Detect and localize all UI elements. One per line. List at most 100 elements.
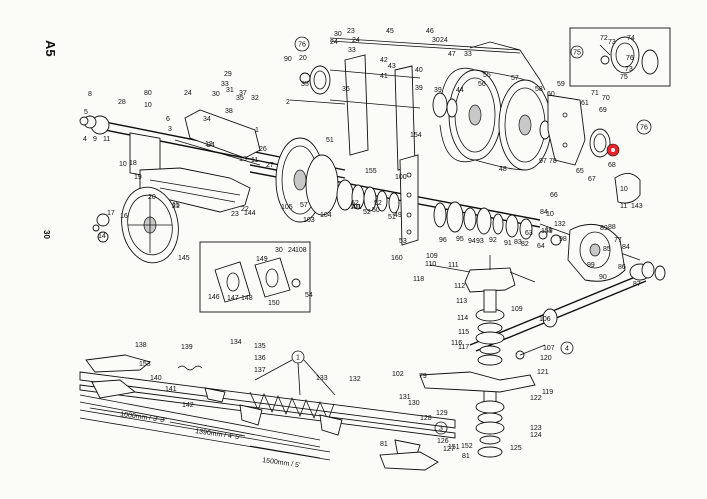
part-number-label: 69 (599, 107, 607, 114)
part-number-label: 81 (380, 441, 388, 448)
part-number-label: 106 (539, 316, 551, 323)
part-number-label: 94 (468, 238, 476, 245)
upper-pulley-76 (299, 65, 331, 95)
part-number-label: 151 (448, 444, 460, 451)
part-number-label: 100 (395, 174, 407, 181)
part-number-label: 33 (221, 81, 229, 88)
circled-callout-76a: 76 (294, 36, 310, 52)
svg-text:76: 76 (640, 125, 648, 132)
circled-callout-75: 75 (570, 45, 584, 59)
part-number-label: 20 (299, 55, 307, 62)
part-number-label: 50 (372, 207, 380, 214)
part-number-label: 33 (464, 51, 472, 58)
part-number-label: 160 (391, 255, 403, 262)
part-number-label: 99 (587, 262, 595, 269)
part-number-label: 129 (436, 410, 448, 417)
part-number-label: 112 (454, 283, 465, 290)
part-number-label: 154 (410, 132, 422, 139)
part-number-label: 33 (348, 47, 356, 54)
part-number-label: 97 (539, 158, 547, 165)
part-number-label: 136 (254, 355, 266, 362)
part-number-label: 104 (320, 212, 332, 219)
part-number-label: 79 (419, 373, 427, 380)
part-number-label: 102 (392, 371, 404, 378)
part-number-label: 21 (172, 203, 180, 210)
part-number-label: 110 (425, 261, 436, 268)
part-number-label: 143 (631, 203, 643, 210)
part-number-label: 35 (236, 95, 244, 102)
part-number-label: 87 (633, 281, 641, 288)
svg-text:75: 75 (573, 50, 581, 57)
part-number-label: 17 (107, 210, 115, 217)
svg-text:3: 3 (439, 426, 443, 433)
part-number-label: 31 (226, 87, 234, 94)
part-number-label: 89 (600, 225, 608, 232)
left-runner-shoe (85, 354, 151, 399)
part-number-label: 144 (244, 210, 256, 217)
part-number-label: 60 (547, 91, 555, 98)
part-number-label: 14 (98, 233, 106, 240)
part-number-label: 108 (295, 247, 307, 254)
part-number-label: 11 (251, 157, 258, 164)
circled-callout-1: 1 (254, 350, 336, 396)
part-number-label: 18 (129, 160, 137, 167)
part-number-label: 42 (380, 57, 388, 64)
part-number-label: 133 (316, 375, 328, 382)
side-page-mark: 30 (42, 230, 51, 239)
part-number-label: 139 (181, 344, 193, 351)
part-number-label: 95 (456, 236, 464, 243)
dimension-1390mm: 1390mm / 4' 5" (169, 421, 246, 442)
part-number-label: 24 (207, 142, 215, 149)
part-number-label: 111 (448, 262, 459, 269)
part-number-label: 114 (457, 315, 468, 322)
part-number-label: 40 (352, 204, 360, 211)
inset-box-lower-left (199, 241, 311, 313)
part-number-label: 2 (286, 99, 290, 106)
centre-disc-pulley (275, 137, 339, 223)
part-number-label: 32 (251, 95, 259, 102)
part-number-label: 81 (462, 453, 470, 460)
svg-text:4: 4 (565, 346, 569, 353)
part-number-label: 119 (542, 389, 553, 396)
part-number-label: 24 (330, 39, 338, 46)
part-number-label: 29 (224, 71, 232, 78)
part-number-label: 137 (254, 367, 266, 374)
spring-138 (177, 365, 203, 371)
part-number-label: 40 (415, 67, 423, 74)
part-number-label: 44 (456, 87, 464, 94)
svg-text:1500mm / 5': 1500mm / 5' (262, 457, 301, 469)
part-number-label: 55 (483, 72, 491, 79)
right-bracket-60 (547, 94, 586, 166)
part-number-label: 27 (266, 162, 274, 169)
part-number-label: 80 (144, 90, 152, 97)
part-number-label: 56 (478, 81, 486, 88)
part-number-label: 67 (588, 176, 596, 183)
part-number-label: 113 (456, 298, 467, 305)
centre-bearing-stack (336, 179, 400, 214)
part-number-label: 39 (415, 85, 423, 92)
part-number-label: 37 (239, 90, 247, 97)
part-number-label: 107 (543, 345, 555, 352)
part-number-label: 4 (83, 136, 87, 143)
part-number-label: 47 (448, 51, 456, 58)
part-number-label: 85 (603, 246, 611, 253)
part-number-label: 39 (434, 87, 442, 94)
part-number-label: 105 (281, 204, 293, 211)
circled-callout-3: 3 (434, 421, 448, 435)
part-number-label: 35 (301, 81, 309, 88)
part-number-label: 23 (231, 211, 239, 218)
part-number-label: 13 (239, 156, 247, 163)
part-number-label: 57 (300, 202, 308, 209)
dimension-1500mm: 1500mm / 5' (249, 445, 321, 469)
part-number-label: 48 (499, 166, 507, 173)
part-number-label: 38 (225, 108, 233, 115)
part-number-label: 22 (241, 206, 249, 213)
part-number-label: 134 (230, 339, 242, 346)
inset-box-upper-right (569, 27, 671, 87)
part-number-label: 71 (591, 90, 599, 97)
left-large-pulley (121, 186, 179, 264)
part-number-label: 16 (120, 213, 128, 220)
part-number-label: 159 (541, 228, 553, 235)
part-number-label: 101 (350, 204, 362, 211)
left-small-parts (92, 213, 110, 243)
